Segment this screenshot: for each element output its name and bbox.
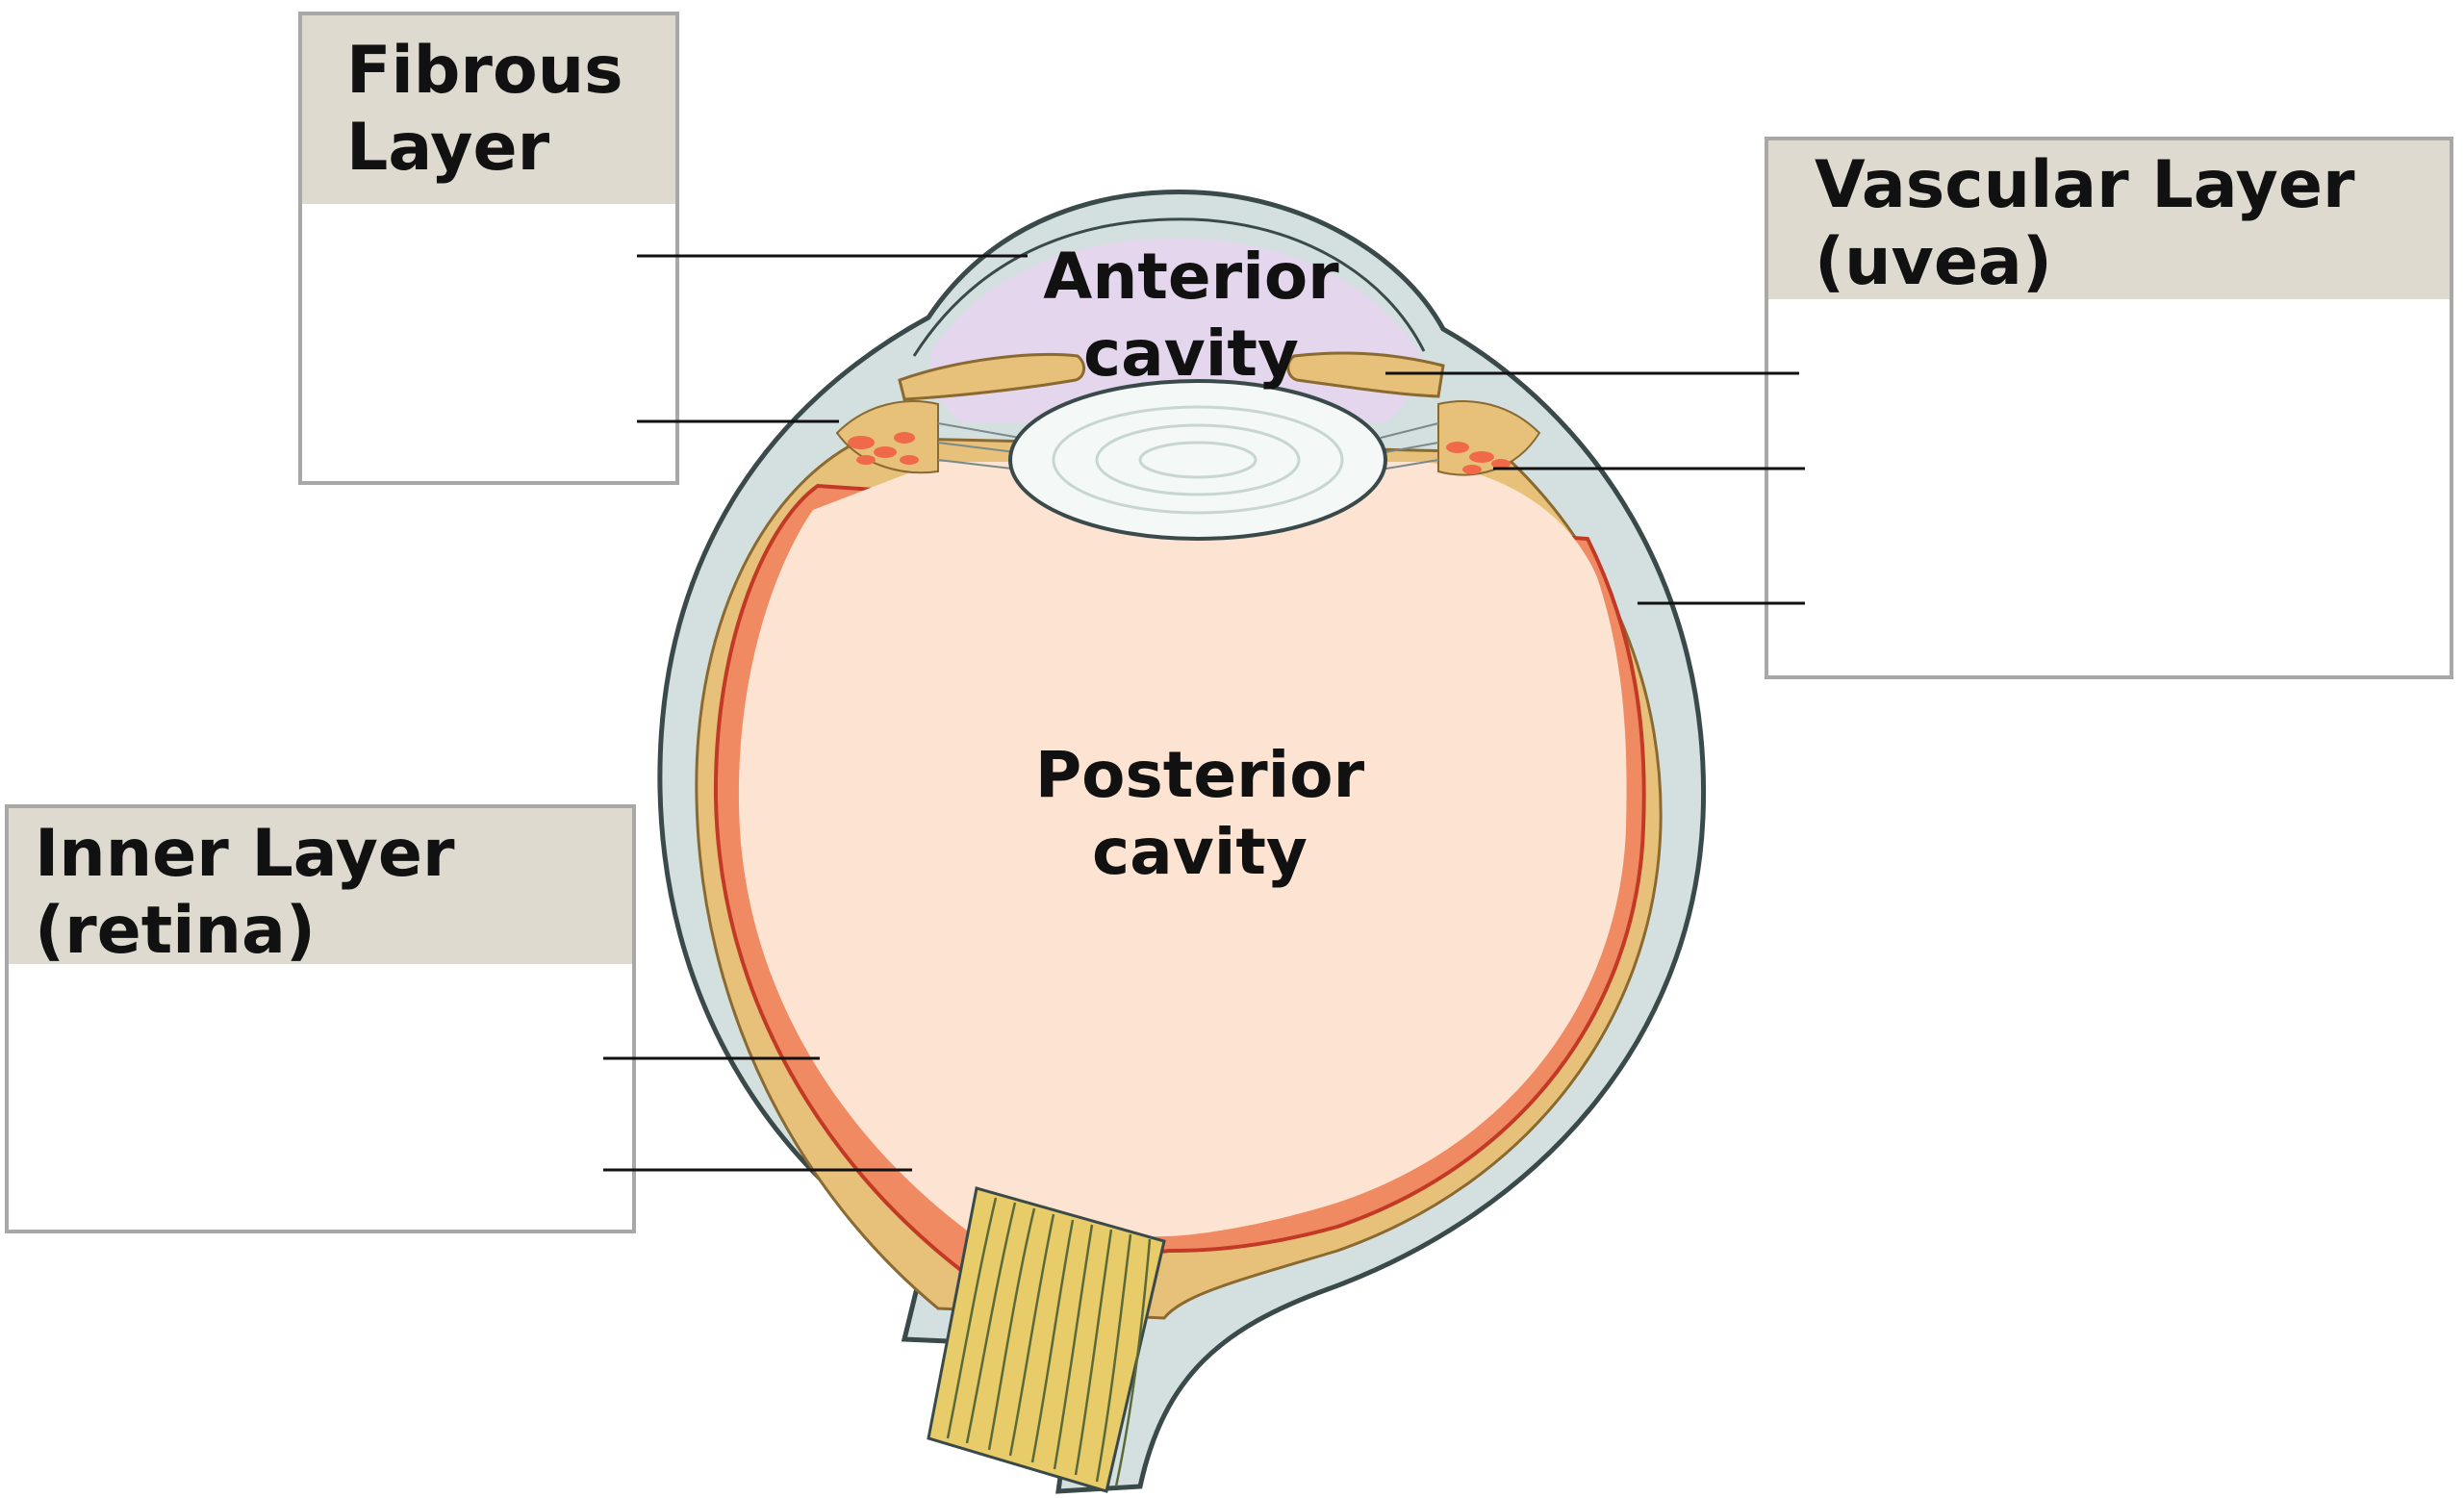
vascular-layer-title-line1: Vascular Layer bbox=[1815, 147, 2355, 223]
iris-left bbox=[898, 352, 1085, 401]
vitreous-body bbox=[738, 462, 1627, 1241]
leader-lines bbox=[603, 254, 1805, 1172]
vascular-layer-box: Vascular Layer (uvea) bbox=[1765, 137, 2453, 679]
optic-nerve bbox=[927, 1186, 1166, 1493]
inner-layer-box: Inner Layer (retina) bbox=[5, 804, 636, 1233]
inner-layer-title-line1: Inner Layer bbox=[35, 816, 455, 892]
inner-layer-box-header bbox=[9, 808, 632, 964]
fibrous-layer-box-header bbox=[302, 15, 675, 204]
posterior-cavity-label-line2: cavity bbox=[1092, 815, 1308, 889]
ciliary-body-right bbox=[1437, 400, 1541, 476]
vascular-layer-title-line2: (uvea) bbox=[1815, 224, 2052, 300]
lens bbox=[1008, 379, 1387, 541]
posterior-cavity-label-line1: Posterior bbox=[1035, 738, 1365, 812]
suspensory-ligaments bbox=[937, 422, 1439, 470]
fibrous-layer-box: Fibrous Layer bbox=[298, 12, 679, 485]
iris-right bbox=[1286, 351, 1445, 398]
anterior-cavity-label-line1: Anterior bbox=[1043, 240, 1339, 314]
inner-layer-title-line2: (retina) bbox=[35, 893, 316, 969]
vascular-layer-box-header bbox=[1768, 140, 2450, 299]
anterior-cavity-label-line2: cavity bbox=[1083, 317, 1299, 391]
eyeball: Anterior cavity Posterior cavity bbox=[657, 190, 1707, 1494]
fibrous-layer-title-line1: Fibrous bbox=[346, 33, 623, 109]
cornea bbox=[912, 217, 1426, 357]
fibrous-layer-title-line2: Layer bbox=[346, 110, 550, 186]
ciliary-body-left bbox=[835, 400, 939, 474]
